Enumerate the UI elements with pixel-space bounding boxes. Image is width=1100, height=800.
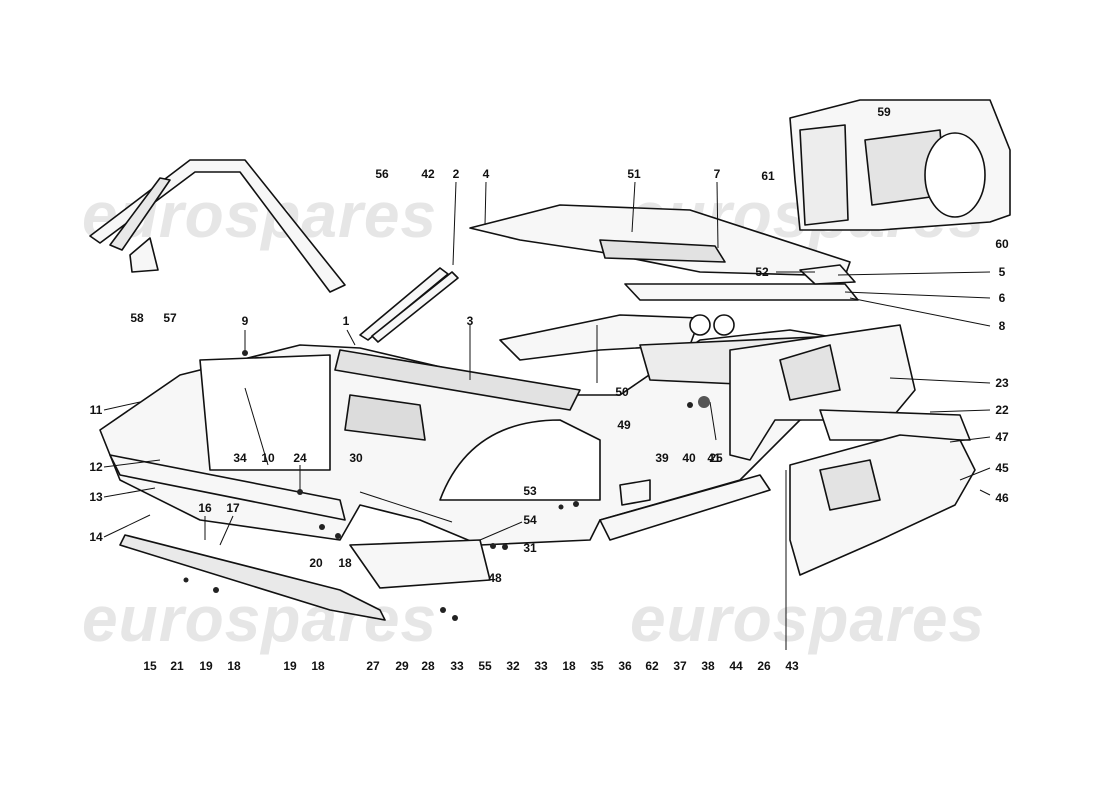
callout-33: 33 [450,659,464,673]
callout-14: 14 [89,530,103,544]
callout-9: 9 [241,314,249,328]
callout-19: 19 [283,659,297,673]
callout-37: 37 [673,659,687,673]
callout-20: 20 [309,556,323,570]
callout-45: 45 [995,461,1009,475]
callout-24: 24 [293,451,307,465]
callout-5: 5 [998,265,1006,279]
callout-38: 38 [701,659,715,673]
front-lower-panel-part [349,539,491,589]
callout-18: 18 [338,556,352,570]
fasteners [183,350,710,621]
callout-21: 21 [170,659,184,673]
callout-16: 16 [198,501,212,515]
rear-quarter-panel-part [789,99,1011,231]
callout-8: 8 [998,319,1006,333]
callout-13: 13 [89,490,103,504]
callout-39: 39 [655,451,669,465]
callout-2: 2 [452,167,460,181]
roof-panel-part [469,204,851,277]
callout-34: 34 [233,451,247,465]
callout-60: 60 [995,237,1009,251]
callout-61: 61 [761,169,775,183]
bracket-part [619,479,651,506]
callout-18: 18 [311,659,325,673]
leader-lines [103,181,991,650]
rear-floor-part [819,409,971,441]
rear-fender-part [789,434,976,576]
callout-50: 50 [615,385,629,399]
callout-18: 18 [562,659,576,673]
callout-52: 52 [755,265,769,279]
callout-49: 49 [617,418,631,432]
callout-12: 12 [89,460,103,474]
callout-59: 59 [877,105,891,119]
callout-56: 56 [375,167,389,181]
callout-36: 36 [618,659,632,673]
callout-47: 47 [995,430,1009,444]
callout-19: 19 [199,659,213,673]
callout-25: 25 [709,451,723,465]
callout-7: 7 [713,167,721,181]
callout-42: 42 [421,167,435,181]
callout-28: 28 [421,659,435,673]
callout-35: 35 [590,659,604,673]
watermark: eurospares [630,583,986,655]
callout-40: 40 [682,451,696,465]
callout-41: 41 [707,451,721,465]
callout-44: 44 [729,659,743,673]
callout-1: 1 [342,314,350,328]
rear-header-part [624,264,859,301]
callout-32: 32 [506,659,520,673]
callout-22: 22 [995,403,1009,417]
callout-4: 4 [482,167,490,181]
callout-10: 10 [261,451,275,465]
callout-6: 6 [998,291,1006,305]
callout-18: 18 [227,659,241,673]
callout-17: 17 [226,501,240,515]
callout-33: 33 [534,659,548,673]
callout-29: 29 [395,659,409,673]
callout-27: 27 [366,659,380,673]
callout-54: 54 [523,513,537,527]
callout-26: 26 [757,659,771,673]
front-bumper-part [109,454,346,521]
callout-46: 46 [995,491,1009,505]
windshield-rail-part [359,267,459,343]
sill-part [599,474,771,541]
callout-57: 57 [163,311,177,325]
callout-58: 58 [130,311,144,325]
callout-31: 31 [523,541,537,555]
callout-55: 55 [478,659,492,673]
callout-51: 51 [627,167,641,181]
callout-11: 11 [89,403,103,417]
callout-3: 3 [466,314,474,328]
callout-53: 53 [523,484,537,498]
front-undertray-part [119,534,386,621]
callout-43: 43 [785,659,799,673]
callout-23: 23 [995,376,1009,390]
callout-48: 48 [488,571,502,585]
callout-15: 15 [143,659,157,673]
callout-62: 62 [645,659,659,673]
callout-30: 30 [349,451,363,465]
door-part [729,324,916,461]
windshield-frame-part [89,159,346,293]
